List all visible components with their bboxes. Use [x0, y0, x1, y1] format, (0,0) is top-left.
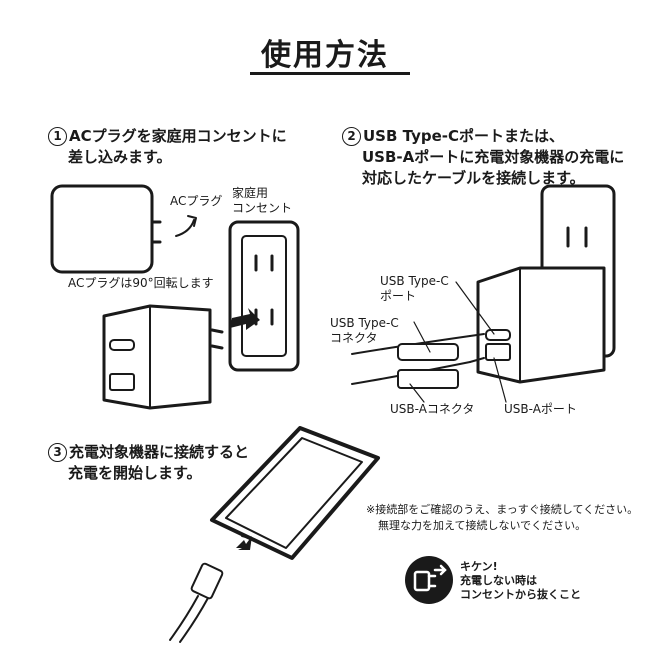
rotate-note-label: ACプラグは90°回転します: [68, 276, 214, 290]
page-title: 使用方法: [261, 38, 389, 73]
step1-line2: 差し込みます。: [68, 148, 172, 166]
phone-insert-arrow-icon: [236, 536, 252, 550]
leader-lines: [409, 281, 507, 403]
insert-arrow-icon: [230, 308, 260, 330]
unplug-warning-icon: [405, 556, 453, 604]
step3-number: 3: [48, 443, 67, 462]
typec-connector-label-2: コネクタ: [330, 331, 378, 345]
typec-port-label-2: ポート: [380, 289, 417, 303]
phone-cable-illustration: [169, 562, 224, 643]
step2-number: 2: [342, 127, 361, 146]
adapter-back-illustration: [50, 184, 197, 274]
step2-adapter-illustration: [476, 266, 606, 384]
cables-illustration: [351, 333, 485, 389]
step2-line2: USB-Aポートに充電対象機器の充電に: [362, 148, 625, 166]
step2-line3: 対応したケーブルを接続します。: [362, 169, 585, 187]
step3-line2: 充電を開始します。: [68, 464, 202, 482]
usba-connector-label: USB-Aコネクタ: [390, 402, 475, 416]
usba-port-label: USB-Aポート: [504, 402, 577, 416]
ac-plug-label: ACプラグ: [170, 194, 223, 208]
typec-connector-label-1: USB Type-C: [330, 316, 399, 330]
title-underline: [250, 72, 410, 75]
typec-port-label-1: USB Type-C: [380, 274, 449, 288]
wall-outlet-illustration: [228, 220, 300, 372]
step3-line1: 充電対象機器に接続すると: [69, 443, 250, 461]
unplug-warning: キケン! 充電しない時は コンセントから抜くこと: [460, 560, 581, 602]
connection-note-1: ※接続部をご確認のうえ、まっすぐ接続してください。: [366, 503, 639, 516]
warning-line3: コンセントから抜くこと: [460, 588, 581, 601]
outlet-label-1: 家庭用: [232, 186, 269, 200]
step1-line1: ACプラグを家庭用コンセントに: [69, 127, 287, 145]
warning-line2: 充電しない時は: [460, 574, 537, 587]
outlet-label-2: コンセント: [232, 201, 293, 215]
step1-number: 1: [48, 127, 67, 146]
smartphone-illustration: [210, 426, 380, 560]
step2-line1: USB Type-Cポートまたは、: [363, 127, 565, 145]
warning-line1: キケン!: [460, 560, 498, 573]
connection-note-2: 無理な力を加えて接続しないでください。: [378, 519, 587, 532]
adapter-front-illustration: [102, 304, 224, 410]
